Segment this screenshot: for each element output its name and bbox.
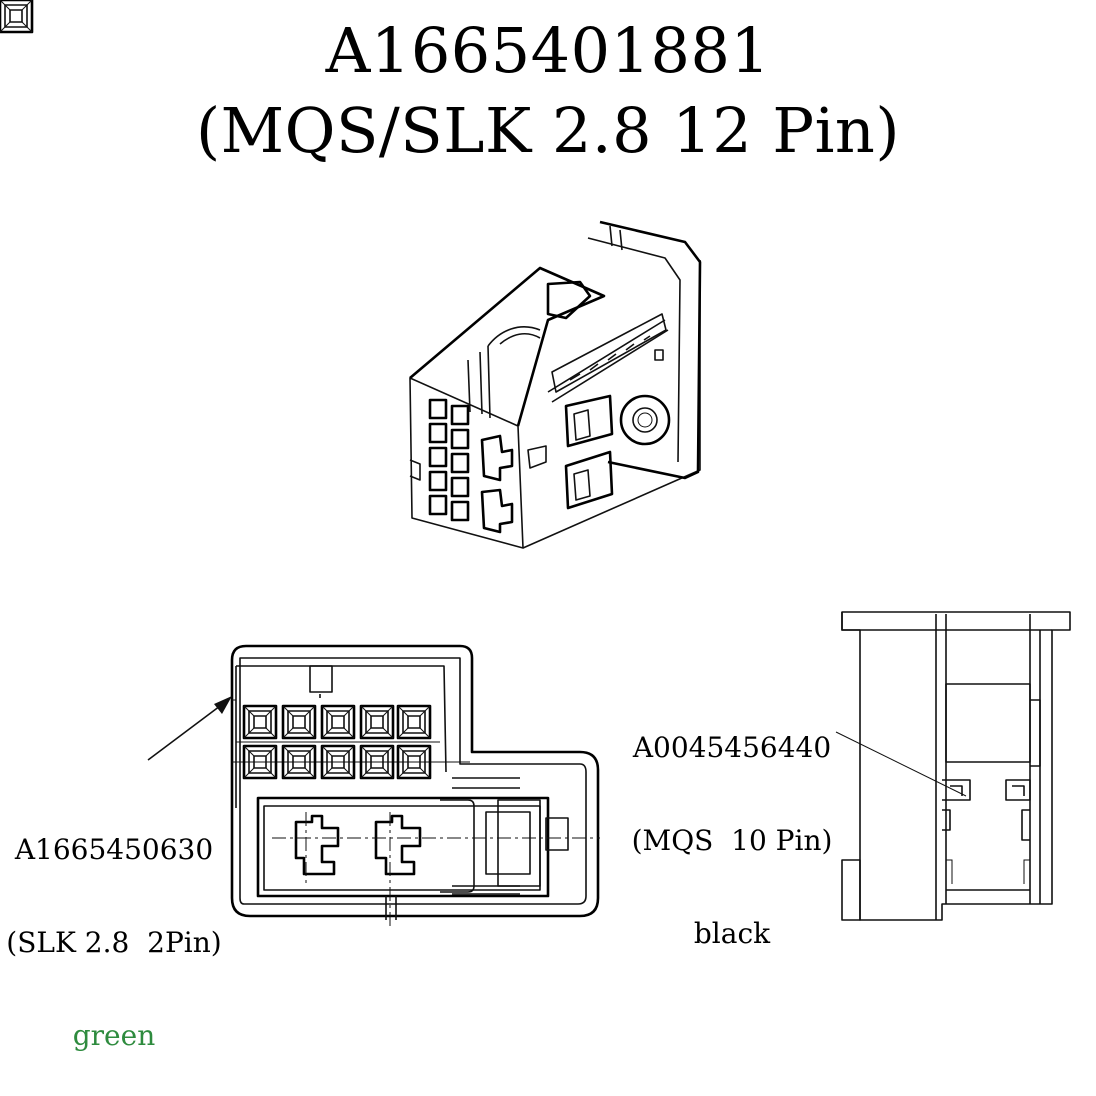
front-view-cavity-grid (0, 0, 432, 780)
slk-2pin-insert (256, 777, 600, 930)
isometric-connector-view (409, 220, 702, 549)
slk-part-number: A1665450630 (14, 833, 214, 866)
slk-description: (SLK 2.8 2Pin) (6, 926, 222, 959)
mqs-callout-label: A0045456440 (MQS 10 Pin) black (612, 670, 852, 980)
drawing-title-description: (MQS/SLK 2.8 12 Pin) (195, 94, 901, 167)
slk-callout-leader (147, 699, 229, 761)
mqs-description: (MQS 10 Pin) (631, 824, 833, 857)
isometric-front-cavities (428, 398, 470, 522)
slk-callout-label: A1665450630 (SLK 2.8 2Pin) green (0, 772, 228, 1082)
side-view-drawing (835, 611, 1071, 921)
mqs-part-number: A0045456440 (632, 731, 832, 764)
drawing-title-part-number: A1665401881 (325, 14, 771, 87)
slk-callout-arrowhead (214, 696, 232, 714)
front-view-drawing (0, 0, 600, 930)
mqs-color: black (693, 917, 771, 950)
mqs-callout-leader (835, 731, 967, 797)
slk-color: green (72, 1019, 156, 1052)
